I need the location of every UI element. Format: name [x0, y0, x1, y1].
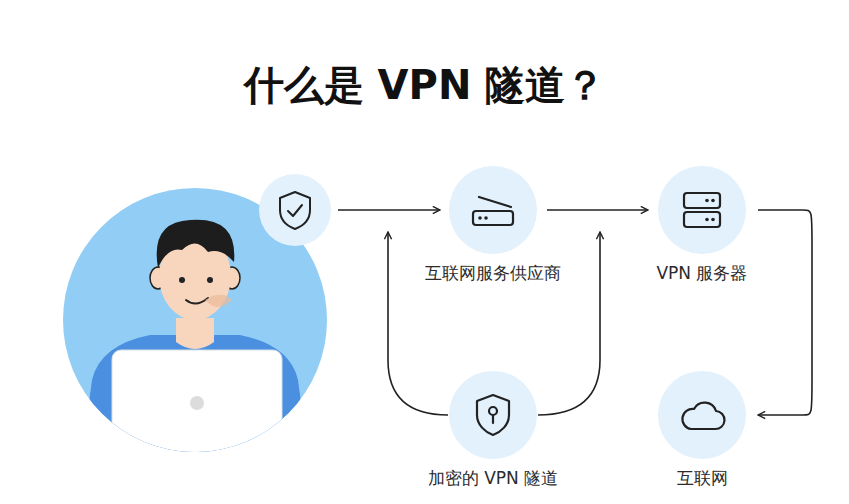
- tunnel-loop-left: [388, 232, 448, 415]
- icon-circle: [449, 166, 537, 254]
- icon-node: 互联网: [658, 371, 746, 489]
- node-label: 加密的 VPN 隧道: [424, 467, 562, 489]
- node-icon: [658, 371, 746, 459]
- icon-circle: [658, 371, 746, 459]
- shield-badge: [259, 174, 331, 246]
- node-label: 互联网: [673, 467, 732, 489]
- node-icon: [658, 166, 746, 254]
- node-label: 互联网服务供应商: [421, 262, 565, 284]
- icon-node: 加密的 VPN 隧道: [424, 371, 562, 489]
- icon-circle: [658, 166, 746, 254]
- flow-connector: [547, 209, 648, 211]
- flow-connector: [758, 210, 812, 415]
- icon-node: 互联网服务供应商: [421, 166, 565, 284]
- node-label: VPN 服务器: [652, 262, 751, 284]
- tunnel-loop-right: [538, 232, 600, 415]
- arrow-to-isp: [338, 209, 440, 211]
- icon-node: VPN 服务器: [652, 166, 751, 284]
- icon-circle: [449, 371, 537, 459]
- node-icon: [449, 166, 537, 254]
- node-icon: [449, 371, 537, 459]
- diagram-title: 什么是 VPN 隧道？: [0, 58, 849, 113]
